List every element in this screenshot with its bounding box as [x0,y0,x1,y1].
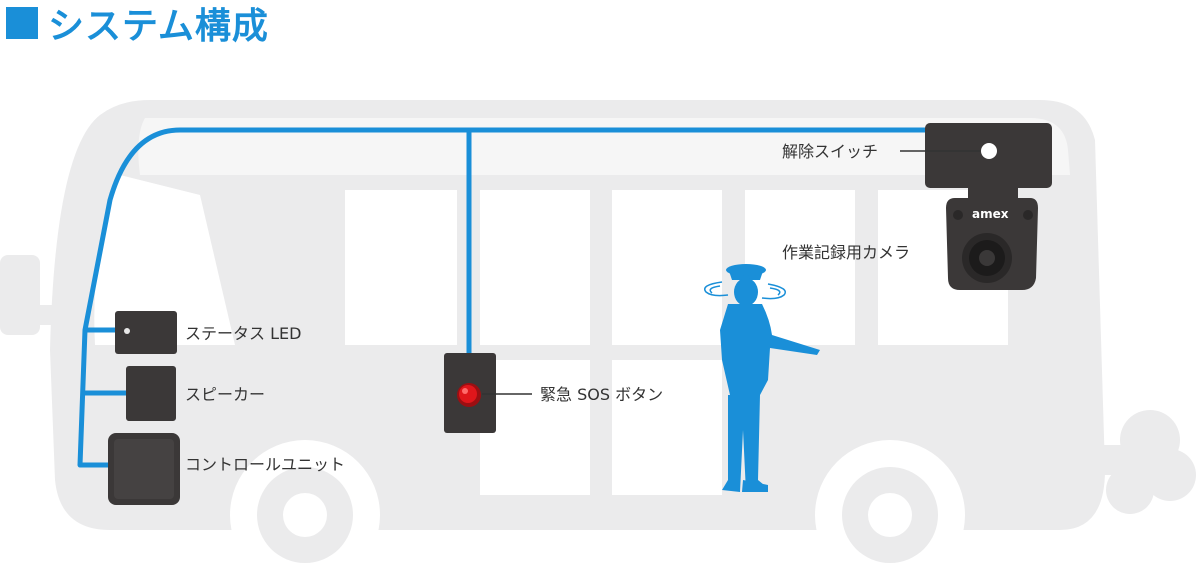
bus-silhouette-icon [0,100,1196,573]
release-switch-device [925,123,1052,188]
status-led-device [115,311,177,354]
page-title: システム構成 [6,0,269,47]
release-switch-label: 解除スイッチ [782,142,878,161]
sos-button-label: 緊急 SOS ボタン [540,385,663,404]
status-led-label: ステータス LED [185,324,301,343]
speaker-device [126,366,176,421]
camera-label: 作業記録用カメラ [782,243,910,262]
camera-device: amex [946,188,1038,290]
control-unit-device [108,433,180,505]
title-text: システム構成 [48,6,269,47]
speaker-label: スピーカー [185,385,265,404]
title-square-icon [6,7,38,39]
head-motion-icon [704,281,786,300]
control-unit-label: コントロールユニット [185,455,345,474]
driver-figure-icon [720,264,820,492]
sos-button-device [444,353,496,433]
camera-brand: amex [972,207,1009,221]
wiring [77,127,930,468]
